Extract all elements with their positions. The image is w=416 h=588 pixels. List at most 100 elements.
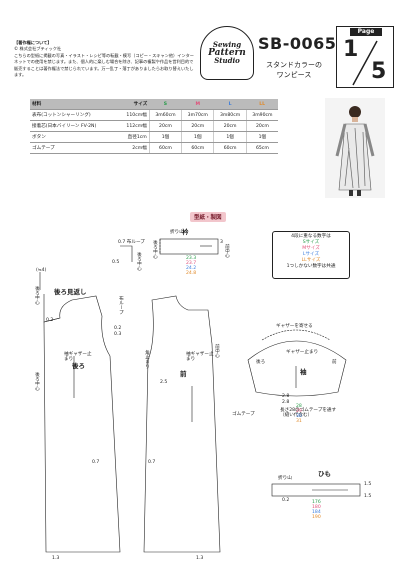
back-m2: 0.7 xyxy=(92,460,100,465)
sleeve-gather-stop: ギャザー止まり xyxy=(286,350,319,355)
cell-s: 60cm xyxy=(148,142,182,154)
tie-m2: 1.5 xyxy=(364,494,372,499)
legend-m: Mサイズ xyxy=(302,246,320,251)
back-m1: 0.3 xyxy=(114,332,122,337)
title-line: ワンピース xyxy=(276,71,312,79)
page-label: Page xyxy=(350,28,382,36)
copyright-notice: 【著作権について】 © 株式会社ブティック社 こちらの型紙に掲載の写真・イラスト… xyxy=(14,40,194,78)
materials-table: 材料 サイズ S M L LL 表布(コットンシャーリング) 110cm幅 3m… xyxy=(30,99,278,154)
header-size: サイズ xyxy=(117,99,150,110)
logo-line: Studio xyxy=(214,56,240,65)
cell-ll: 1個 xyxy=(245,131,278,143)
legend-s: Sサイズ xyxy=(302,240,320,245)
elastic-note: 長さ28のゴムテープを通す xyxy=(280,408,337,413)
page-indicator: 1 5 xyxy=(336,26,394,88)
front-name: 前 xyxy=(180,370,187,378)
header-l: L xyxy=(213,99,247,110)
sleeve-gather: ギャザーを寄せる xyxy=(276,324,313,329)
cell-m: 1個 xyxy=(181,131,214,143)
facing-m2: (≒4) xyxy=(36,268,47,273)
back-gather: 袖ギャザー止まり xyxy=(64,352,92,363)
cell-ll: 20cm xyxy=(245,120,278,132)
front-m1: 2.5 xyxy=(160,380,168,385)
copyright-body: こちらの型紙に掲載の写真・イラスト・レシピ等の転載・模写（コピー・スキャン他）イ… xyxy=(14,52,194,78)
front-hem: 角止まり xyxy=(144,350,150,369)
front-elastic: ゴムテープ xyxy=(232,412,255,417)
collar-fold: 折り山 xyxy=(170,230,184,235)
model-photo xyxy=(325,98,385,198)
header-ll: LL xyxy=(246,99,278,110)
tie-sizes: 176 180 184 190 xyxy=(312,500,321,520)
section-title: 型紙・製図 xyxy=(190,212,226,222)
cell-name: ボタン xyxy=(30,131,118,143)
page-current: 1 xyxy=(343,37,359,62)
cell-l: 3m80cm xyxy=(213,109,247,121)
legend-line: 1つしかない数字は共通 xyxy=(286,264,336,269)
cell-m: 3m70cm xyxy=(181,109,214,121)
cell-width: 110cm幅 xyxy=(117,109,150,121)
table-row: 接着芯(日本バイリーン FV-2N) 112cm幅 20cm 20cm 20cm… xyxy=(30,120,278,132)
header-s: S xyxy=(149,99,182,110)
back-loop: 布ループ xyxy=(118,296,124,315)
tie-piece xyxy=(271,483,361,497)
sleeve-piece xyxy=(247,340,347,397)
table-row: 表布(コットンシャーリング) 110cm幅 3m60cm 3m70cm 3m80… xyxy=(30,109,278,121)
tie-fold: 折り山 xyxy=(278,476,292,481)
back-m3: 1.3 xyxy=(52,556,60,561)
size-l: 184 xyxy=(312,510,321,515)
dim-s: 23.3 xyxy=(186,256,197,261)
legend-line: 4段に重なる数字は xyxy=(291,234,331,239)
sleeve-elastic-note: 長さ28のゴムテープを通す （縫い代含む） xyxy=(280,408,336,418)
brand-logo: Sewing Pattern Studio xyxy=(200,26,254,80)
dim-m: 23.7 xyxy=(186,261,197,266)
page-total: 5 xyxy=(371,59,387,84)
cell-s: 20cm xyxy=(148,120,182,132)
loop-m: 0.5 xyxy=(112,260,120,265)
cell-width: 直径1cm xyxy=(117,131,150,143)
elastic-note-2: （縫い代含む） xyxy=(280,413,313,418)
table-header-row: 材料 サイズ S M L LL xyxy=(30,99,278,110)
cell-name: ゴムテープ xyxy=(30,142,118,154)
collar-h: 3 xyxy=(220,240,223,245)
copyright-heading: 【著作権について】 xyxy=(14,40,52,45)
front-gather: 袖ギャザー止まり xyxy=(186,352,214,363)
cell-m: 20cm xyxy=(181,120,214,132)
pattern-code: SB-0065 xyxy=(258,34,337,53)
collar-name: 衿 xyxy=(182,228,189,236)
pattern-title: スタンドカラーの ワンピース xyxy=(266,60,322,80)
sleeve-name: 袖 xyxy=(300,368,307,376)
collar-piece xyxy=(159,238,219,255)
size-s: 28 xyxy=(296,404,302,409)
header-material: 材料 xyxy=(30,99,118,110)
page-divider-icon xyxy=(352,40,378,86)
facing-name: 後ろ見返し xyxy=(54,288,87,296)
cell-name: 接着芯(日本バイリーン FV-2N) xyxy=(30,120,118,132)
table-row: ボタン 直径1cm 1個 1個 1個 1個 xyxy=(30,131,278,143)
collar-fc: 前中心 xyxy=(224,244,230,258)
back-name: 後ろ xyxy=(72,362,85,370)
facing-m1: 0.2 xyxy=(46,318,54,323)
sleeve-back: 後ろ xyxy=(256,360,266,365)
size-m: 29 xyxy=(296,409,302,414)
back-piece xyxy=(43,295,121,553)
loop-cb: 後ろ中心 xyxy=(136,252,142,271)
size-s: 176 xyxy=(312,500,321,505)
tie-name: ひも xyxy=(318,470,331,478)
title-line: スタンドカラーの xyxy=(266,61,322,69)
back-m4: 0.2 xyxy=(114,326,122,331)
cell-ll: 65cm xyxy=(245,142,278,154)
size-m: 180 xyxy=(312,505,321,510)
cell-ll: 3m90cm xyxy=(245,109,278,121)
front-m2: 0.7 xyxy=(148,460,156,465)
sleeve-m1: 2.8 xyxy=(282,394,290,399)
logo-line: Sewing xyxy=(212,40,242,49)
cell-l: 1個 xyxy=(213,131,247,143)
cell-s: 1個 xyxy=(148,131,182,143)
front-cf: 前中心 xyxy=(214,344,220,358)
collar-cb: 後ろ中心 xyxy=(152,240,158,259)
dim-ll: 24.8 xyxy=(186,271,197,276)
facing-cb: 後ろ中心 xyxy=(34,286,40,305)
front-m3: 1.3 xyxy=(196,556,204,561)
tie-m1: 1.5 xyxy=(364,482,372,487)
